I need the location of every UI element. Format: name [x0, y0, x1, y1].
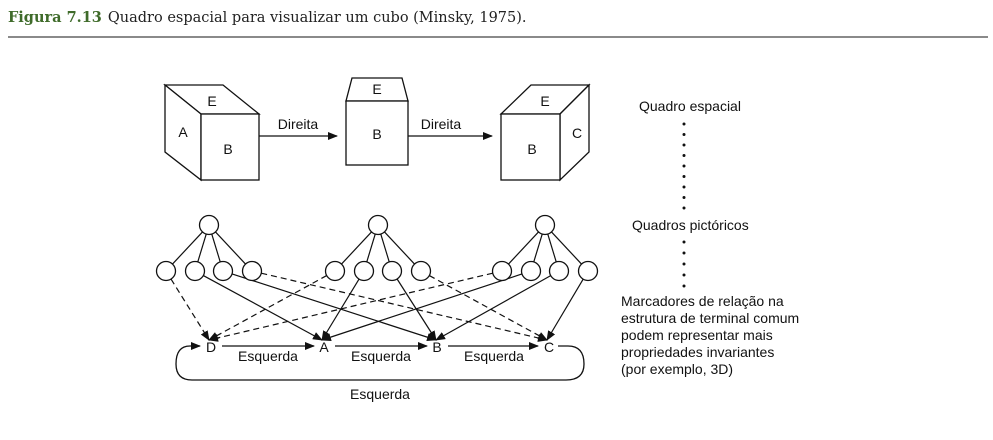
cube-left	[163, 83, 261, 182]
relation-link-solid	[321, 273, 523, 341]
tree-branch	[508, 231, 539, 265]
frame-leaf-node	[520, 260, 542, 282]
relation-link-dashed	[170, 278, 210, 341]
relation-link-solid	[321, 278, 360, 341]
frame-root-node	[198, 214, 220, 236]
frame-leaf-node	[241, 260, 263, 282]
relation-link-dashed	[429, 275, 548, 341]
esquerda-label-bottom: Esquerda	[350, 386, 410, 402]
side-dotted-connector	[682, 122, 686, 288]
connector-dot	[682, 206, 686, 210]
cube-right-label-c: C	[572, 125, 582, 141]
tree-branch	[215, 231, 246, 265]
frame-leaf-node	[353, 260, 375, 282]
frame-root-node	[534, 214, 556, 236]
tree-branch	[366, 233, 376, 263]
cube-middle-front-face	[345, 100, 409, 166]
frame-leaf-node	[155, 260, 177, 282]
connector-dot	[682, 240, 686, 244]
direita-label-1: Direita	[278, 116, 319, 132]
connector-dot	[682, 185, 686, 189]
cube-left-front-face	[200, 113, 260, 181]
connector-dot	[682, 273, 686, 277]
relation-link-solid	[546, 278, 584, 341]
note-line: estrutura de terminal comum	[621, 310, 800, 326]
direita-label-2: Direita	[421, 116, 462, 132]
picture-frames-label: Quadros pictóricos	[632, 217, 749, 233]
esquerda-wrap-arrow	[175, 342, 585, 381]
relation-link-solid	[396, 278, 437, 341]
frame-leaf-node	[184, 260, 206, 282]
frame-leaf-node	[491, 260, 513, 282]
tree-branch	[533, 233, 543, 263]
cube-left-label-e: E	[207, 93, 216, 109]
relation-link-solid	[203, 275, 323, 341]
cube-right-label-e: E	[540, 93, 549, 109]
relation-link-solid	[231, 273, 437, 342]
tree-branch	[380, 233, 390, 263]
relation-link-dashed	[208, 275, 327, 341]
terminal-c: C	[544, 339, 554, 355]
connector-dot	[682, 251, 686, 255]
terminal-a: A	[319, 339, 329, 355]
connector-dot	[682, 196, 686, 199]
terminal-d: D	[206, 339, 216, 355]
cube-middle-label-e: E	[372, 81, 381, 97]
figure-caption: Figura 7.13 Quadro espacial para visualiz…	[8, 9, 527, 26]
esquerda-label-1: Esquerda	[238, 348, 298, 364]
tree-branch	[172, 231, 203, 265]
relation-link-dashed	[261, 272, 548, 342]
esquerda-label-3: Esquerda	[464, 348, 524, 364]
frame-root-node	[367, 214, 389, 236]
frame-leaf-node	[212, 260, 234, 282]
note-line: (por exemplo, 3D)	[621, 361, 734, 377]
tree-branch	[547, 233, 557, 263]
frame-leaf-node	[324, 260, 346, 282]
frame-network-links	[170, 231, 584, 342]
frame-leaf-node	[577, 260, 599, 282]
connector-dot	[682, 133, 686, 136]
tree-branch	[197, 233, 207, 263]
figure-number: Figura 7.13	[8, 9, 102, 26]
note-line: Marcadores de relação na	[621, 293, 784, 309]
connector-dot	[682, 164, 686, 168]
cube-left-label-b: B	[223, 141, 232, 157]
frame-leaf-node	[548, 260, 570, 282]
cube-left-label-a: A	[178, 124, 188, 140]
frame-network-nodes	[155, 214, 599, 282]
connector-dot	[682, 284, 686, 288]
figure-caption-text: Quadro espacial para visualizar um cubo …	[107, 10, 527, 26]
caption-divider	[8, 36, 988, 38]
tree-branch	[551, 231, 582, 265]
frame-leaf-node	[410, 260, 432, 282]
note-line: propriedades invariantes	[621, 344, 775, 360]
cube-right-label-b: B	[527, 141, 536, 157]
cube-middle-label-b: B	[372, 126, 381, 142]
note-line: podem representar mais	[621, 327, 773, 343]
connector-dot	[682, 175, 686, 178]
relation-link-solid	[435, 275, 552, 341]
connector-dot	[682, 262, 686, 266]
connector-dot	[682, 122, 686, 126]
tree-branch	[211, 233, 221, 263]
connector-dot	[682, 154, 686, 157]
terminal-b: B	[432, 339, 441, 355]
frame-leaf-node	[381, 260, 403, 282]
relation-markers-note: Marcadores de relação na estrutura de te…	[621, 293, 871, 378]
tree-branch	[341, 231, 372, 265]
cube-right-front-face	[500, 113, 561, 181]
cube-middle	[345, 77, 409, 166]
tree-branch	[384, 231, 415, 265]
relation-link-dashed	[208, 272, 493, 342]
connector-dot	[682, 143, 686, 147]
spatial-frame-label: Quadro espacial	[639, 98, 741, 114]
cube-right	[499, 83, 591, 182]
esquerda-label-2: Esquerda	[351, 348, 411, 364]
